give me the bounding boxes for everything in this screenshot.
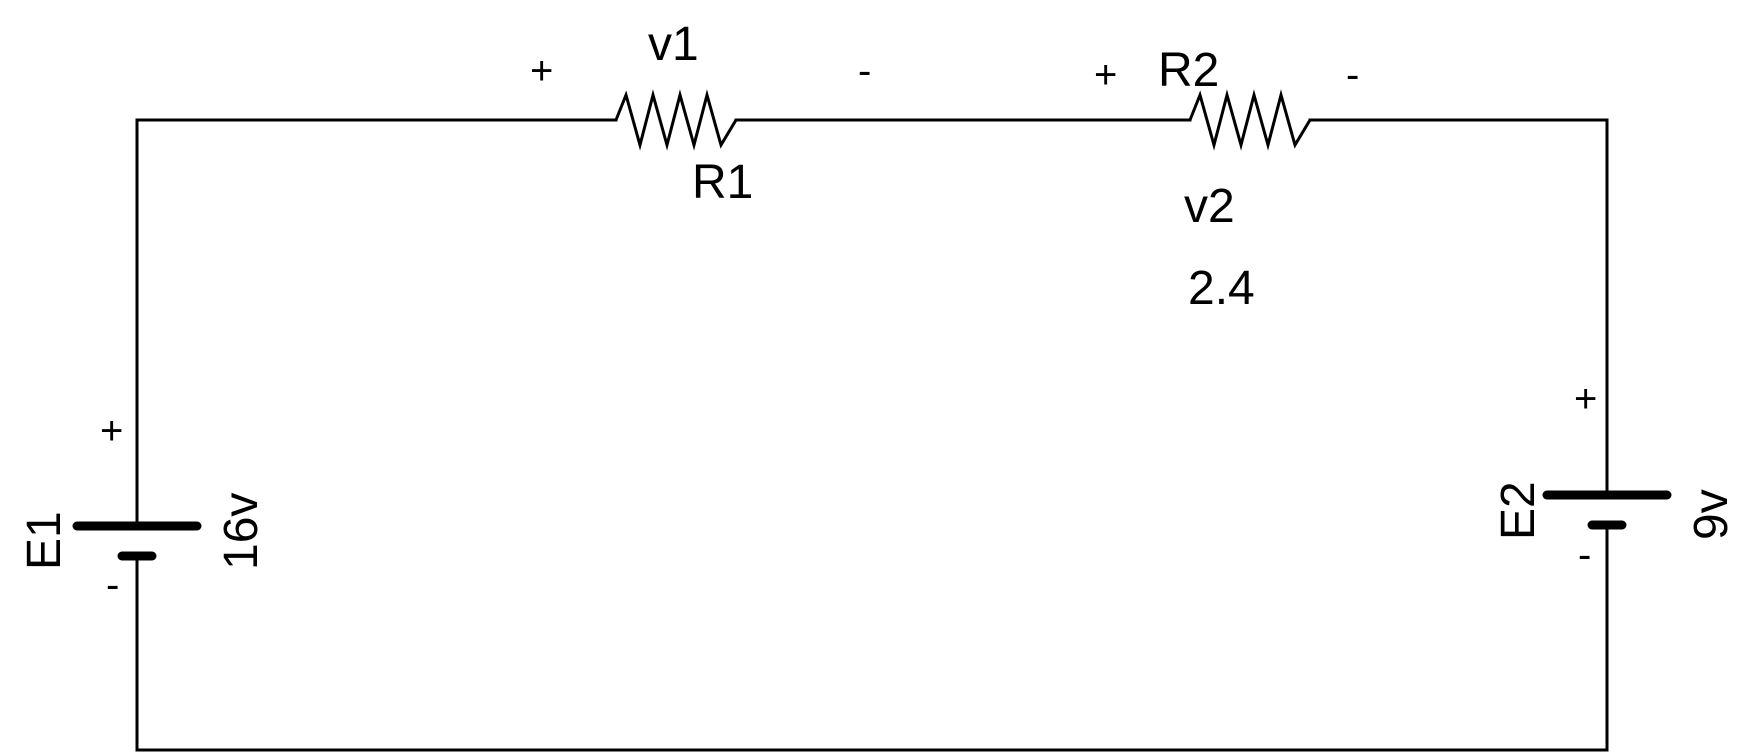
resistor-r1-minus-sign: - (858, 49, 871, 93)
resistor-r1: v1 R1 + - (530, 18, 871, 209)
resistor-r1-symbol (614, 89, 738, 151)
wire-bottom (135, 523, 1609, 752)
resistor-r2-voltage-label: v2 (1184, 180, 1235, 233)
battery-e1-plus-sign: + (100, 409, 123, 453)
resistor-r1-voltage-label: v1 (648, 18, 699, 71)
wire-top-right (1308, 118, 1609, 497)
resistor-r2-minus-sign: - (1346, 53, 1359, 97)
resistor-r2: R2 v2 2.4 + - (1094, 44, 1359, 315)
battery-e2-plus-sign: + (1574, 377, 1597, 421)
battery-e1-voltage: 16v (215, 493, 268, 570)
battery-e2-voltage: 9v (1685, 489, 1738, 540)
resistor-r2-plus-sign: + (1094, 53, 1117, 97)
resistor-r2-value: 2.4 (1188, 262, 1255, 315)
battery-e1-minus-sign: - (106, 563, 119, 607)
battery-e2-minus-sign: - (1578, 533, 1591, 577)
resistor-r2-name: R2 (1158, 44, 1219, 97)
wire-top-left (135, 118, 618, 522)
resistor-r2-symbol (1188, 89, 1312, 151)
battery-e2-name: E2 (1492, 481, 1545, 540)
battery-e1-name: E1 (18, 511, 71, 570)
resistor-r1-name: R1 (692, 156, 753, 209)
battery-e2: + - E2 9v (1492, 377, 1738, 577)
battery-e1: + - E1 16v (18, 409, 268, 607)
resistor-r1-plus-sign: + (530, 49, 553, 93)
circuit-wires (135, 118, 1609, 752)
